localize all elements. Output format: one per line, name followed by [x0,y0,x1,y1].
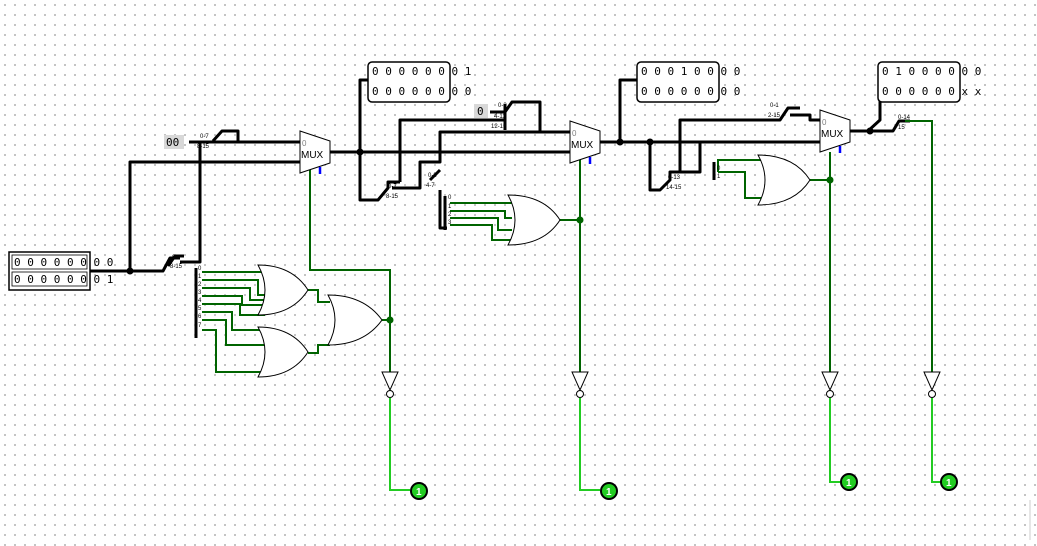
or-gate-2[interactable] [507,194,561,246]
fan8-label-3: 3 [198,290,202,296]
splitter-mid2-label-0: 0-3 [428,173,437,179]
mux-2-label: MUX [571,140,594,151]
splitter-input-label-1: 8-15 [170,264,183,270]
mux-2[interactable]: 0 MUX [569,120,601,164]
constant-0-value: 0 [477,105,484,118]
not-gate-4[interactable] [923,371,941,398]
not-gate-1[interactable] [381,371,399,398]
bus-wires [90,78,910,273]
fan2-label-1: 1 [717,174,721,180]
fan2-label-0: 0 [717,166,721,172]
probe-1-line-1: 0 0 0 0 0 0 0 0 [372,85,471,98]
output-pin-1-value: 1 [416,487,422,498]
or-gate-1c[interactable] [327,294,383,346]
splitter-c1-label-1: 8-15 [197,144,210,150]
mux-3[interactable]: 0 MUX [819,109,851,153]
splitter-c2-label-1: 4-11 [494,114,506,120]
splitter-c1-label-0: 0-7 [200,134,209,140]
splitter-r1[interactable]: 0-1 2-15 [768,103,781,119]
probe-3-line-1: 0 0 0 0 0 0 x x [882,85,982,98]
fan8-label-7: 7 [198,323,202,329]
or-gate-1b[interactable] [257,326,309,378]
splitter-c2[interactable]: 0-3 4-11 12-15 [491,103,507,130]
splitter-mid2-label-1: 4-7 [426,183,435,189]
fan4-label-1: 1 [448,204,452,210]
probe-1[interactable]: 0 0 0 0 0 0 0 1 0 0 0 0 0 0 0 0 [367,61,471,103]
not-gate-3[interactable] [821,371,839,398]
probe-2[interactable]: 0 0 0 1 0 0 0 0 0 0 0 0 0 0 0 0 [636,61,740,103]
fan8-label-0: 0 [198,266,202,272]
fan8-label-6: 6 [198,314,202,320]
mux-2-sel0: 0 [572,129,577,138]
splitter-r1-label-0: 0-1 [770,103,779,109]
splitter-fan2[interactable]: 0 1 [712,162,721,180]
splitter-mid-label-0: 0-7 [388,184,397,190]
splitter-r2-label-1: 14-15 [666,185,682,191]
output-pin-3-value: 1 [846,478,852,489]
mux-3-sel0: 0 [822,118,827,127]
probe-2-line-0: 0 0 0 1 0 0 0 0 [641,65,740,78]
mux-3-label: MUX [821,129,844,140]
fan8-label-5: 5 [198,306,202,312]
junction-dots [126,127,874,324]
output-pin-2[interactable]: 1 [600,482,618,500]
splitter-mid[interactable]: 0-7 8-15 [386,184,399,200]
splitter-out[interactable]: 0-14 15 [898,115,911,131]
splitter-c2-label-2: 12-15 [491,124,507,130]
output-pin-2-value: 1 [606,487,612,498]
probe-1-line-0: 0 0 0 0 0 0 0 1 [372,65,471,78]
constant-00[interactable]: 00 [164,135,184,149]
or-gate-1a[interactable] [257,264,309,316]
splitter-mid-label-1: 8-15 [386,194,399,200]
constant-00-value: 00 [166,136,179,149]
probe-3-line-0: 0 1 0 0 0 0 0 0 [882,65,981,78]
output-pin-4[interactable]: 1 [940,473,958,491]
splitter-out-label-0: 0-14 [898,115,911,121]
splitter-fan8[interactable]: 0 1 2 3 4 5 6 7 [194,266,202,338]
fan8-label-2: 2 [198,282,202,288]
fan8-label-1: 1 [198,274,202,280]
constant-0[interactable]: 0 [474,104,488,118]
input-pin-main[interactable]: 0 0 0 0 0 0 0 0 0 0 0 0 0 0 0 1 [8,251,113,291]
output-pin-3[interactable]: 1 [840,473,858,491]
output-pin-4-value: 1 [946,478,952,489]
splitter-mid2[interactable]: 0-3 4-7 [426,173,437,189]
splitter-input-label-0: 0-7 [172,255,181,261]
splitter-r1-label-1: 2-15 [768,113,781,119]
splitter-fan4[interactable]: 0 1 2 3 [443,195,452,230]
fan4-label-0: 0 [448,195,452,201]
splitter-r2[interactable]: 0-13 14-15 [666,175,682,191]
output-pin-1[interactable]: 1 [410,482,428,500]
probe-3[interactable]: 0 1 0 0 0 0 0 0 0 0 0 0 0 0 x x [877,61,982,103]
or-gate-3[interactable] [757,154,811,206]
splitter-out-label-1: 15 [898,125,905,131]
splitter-c2-label-0: 0-3 [498,103,507,109]
fan8-label-4: 4 [198,298,202,304]
input-pin-main-line-1: 0 0 0 0 0 0 0 1 [14,273,113,286]
splitter-c1[interactable]: 0-7 8-15 [197,134,210,150]
mux-1-label: MUX [301,150,324,161]
input-pin-main-line-0: 0 0 0 0 0 0 0 0 [14,256,113,269]
splitter-input[interactable]: 0-7 8-15 [166,254,184,270]
signal-wires [202,120,942,491]
probe-2-line-1: 0 0 0 0 0 0 0 0 [641,85,740,98]
fan4-label-2: 2 [448,212,452,218]
not-gate-2[interactable] [571,371,589,398]
fan4-label-3: 3 [448,220,452,226]
mux-1[interactable]: 0 MUX [299,130,331,174]
mux-1-sel0: 0 [302,139,307,148]
splitter-r2-label-0: 0-13 [668,175,681,181]
